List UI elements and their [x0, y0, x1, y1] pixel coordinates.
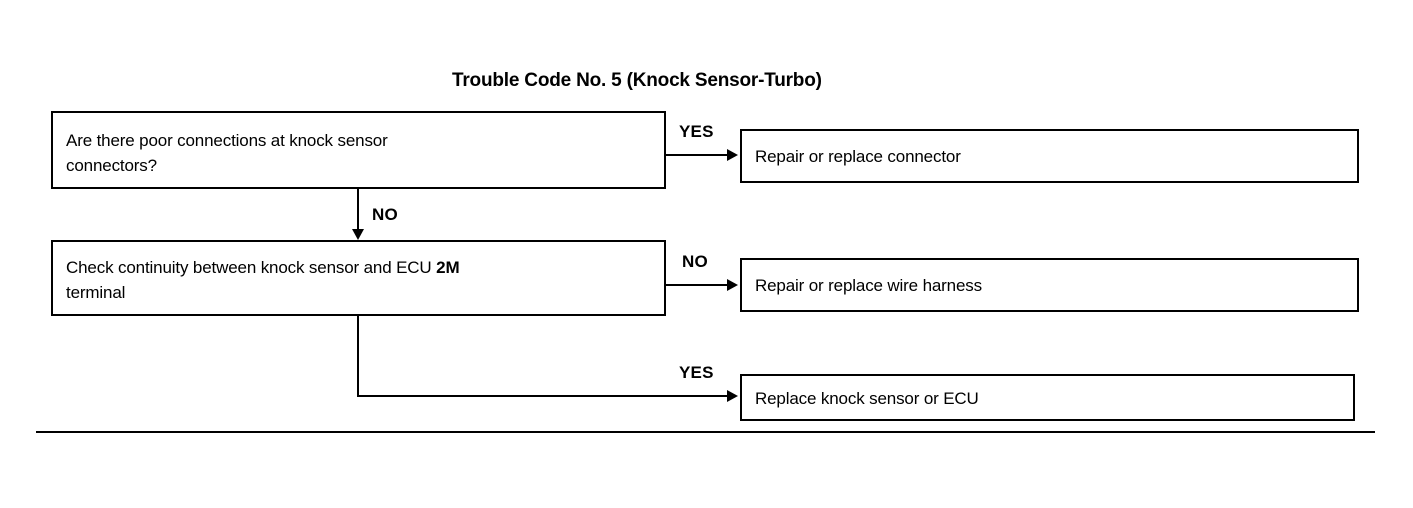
edge-q1-no-arrowhead: [352, 229, 364, 240]
edge-q2-yes-vertical: [357, 316, 359, 397]
edge-q1-no-line: [357, 189, 359, 231]
question-1-line-2: connectors?: [66, 156, 157, 175]
edge-q1-no-label: NO: [372, 205, 398, 224]
flowchart-node-action-2-text: Repair or replace wire harness: [755, 276, 982, 295]
page-bottom-rule: [36, 431, 1375, 433]
flowchart-node-question-2: Check continuity between knock sensor an…: [51, 240, 666, 316]
edge-q2-no-label: NO: [682, 252, 708, 271]
question-2-line-1-prefix: Check continuity between knock sensor an…: [66, 258, 437, 277]
page-title: Trouble Code No. 5 (Knock Sensor-Turbo): [452, 70, 822, 91]
flowchart-node-question-1: Are there poor connections at knock sens…: [51, 111, 666, 189]
edge-q2-yes-arrowhead: [727, 390, 738, 402]
edge-q2-yes-horizontal: [357, 395, 729, 397]
edge-q1-yes-line: [666, 154, 729, 156]
question-1-line-1: Are there poor connections at knock sens…: [66, 131, 388, 150]
flowchart-node-action-2: Repair or replace wire harness: [740, 258, 1359, 312]
flowchart-node-question-2-text: Check continuity between knock sensor an…: [66, 255, 656, 305]
edge-q2-no-line: [666, 284, 729, 286]
flowchart-node-question-1-text: Are there poor connections at knock sens…: [66, 128, 656, 178]
question-2-line-2: terminal: [66, 283, 126, 302]
flowchart-node-action-1: Repair or replace connector: [740, 129, 1359, 183]
question-2-terminal-code: 2M: [436, 258, 460, 277]
edge-q1-yes-arrowhead: [727, 149, 738, 161]
flowchart-node-action-1-text: Repair or replace connector: [755, 147, 961, 166]
edge-q2-yes-label: YES: [679, 363, 714, 382]
edge-q1-yes-label: YES: [679, 122, 714, 141]
flowchart-node-action-3-text: Replace knock sensor or ECU: [755, 389, 979, 408]
edge-q2-no-arrowhead: [727, 279, 738, 291]
flowchart-node-action-3: Replace knock sensor or ECU: [740, 374, 1355, 421]
